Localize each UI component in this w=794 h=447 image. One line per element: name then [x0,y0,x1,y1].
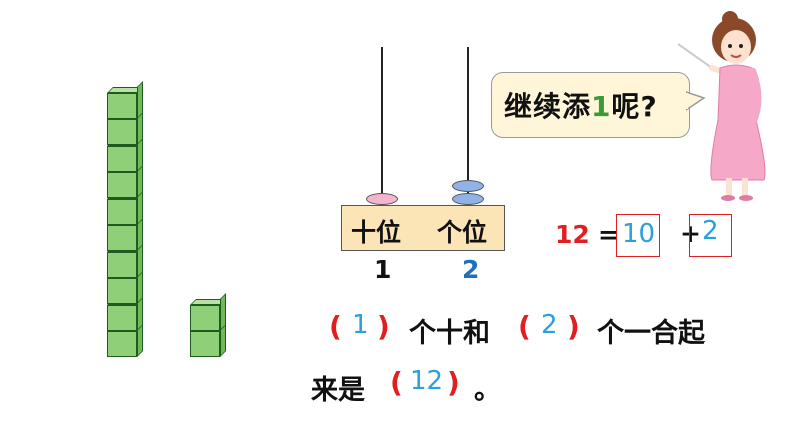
tens-place-label: 十位 [351,218,402,247]
tens-cube [107,319,143,357]
ones-cube [190,319,226,357]
teacher-illustration [677,11,766,201]
answer-2[interactable]: 2 [541,310,558,340]
close-paren-2: ) [567,310,580,343]
open-paren-3: ( [390,366,403,399]
ones-place-label: 个位 [437,218,488,247]
tens-cube [107,186,143,225]
open-paren-2: ( [518,310,531,343]
place-value-box [341,205,505,251]
tens-digit: 1 [374,255,392,284]
ones-answer-box[interactable] [689,214,732,257]
ones-bead [452,193,484,205]
tens-cube [107,160,143,198]
sentence-period: 。 [474,375,501,406]
ones-digit: 2 [462,255,480,284]
equation-plus: + [680,219,701,248]
ones-bead [452,180,484,192]
tens-rod [381,47,383,205]
ones-cube [190,292,226,331]
tens-cube [107,213,143,251]
sentence-text-2: 个一合起 [597,318,705,349]
equation-equals: = [598,220,619,249]
bubble-tail [686,91,706,111]
tens-cube [107,239,143,278]
sentence-text-3: 来是 [311,375,365,406]
open-paren-1: ( [329,310,342,343]
tens-bead [366,193,398,205]
speech-bubble [491,72,690,138]
bubble-text: 继续添1呢? [504,90,658,123]
tens-cube [107,107,143,145]
sentence-text-1: 个十和 [409,318,490,349]
ones-answer: 2 [702,216,719,246]
equation-total: 12 [555,220,590,249]
tens-answer: 10 [622,219,656,249]
answer-1[interactable]: 1 [352,310,369,340]
close-paren-1: ) [377,310,390,343]
tens-cube [107,266,143,304]
tens-cube [107,80,143,119]
tens-answer-box[interactable] [616,214,660,257]
ones-rod [467,47,469,205]
answer-3[interactable]: 12 [410,366,444,396]
close-paren-3: ) [447,366,460,399]
tens-cube [107,292,143,331]
tens-cube [107,133,143,172]
